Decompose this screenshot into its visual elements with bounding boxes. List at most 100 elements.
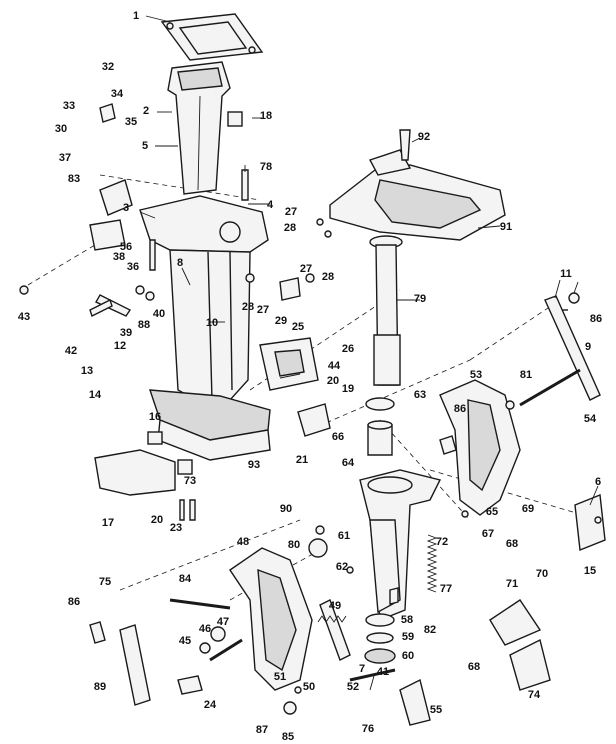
- callout-85: 85: [282, 731, 294, 743]
- callout-58: 58: [401, 614, 413, 626]
- callout-75: 75: [99, 576, 111, 588]
- steering-tube: [369, 235, 403, 386]
- callout-20: 20: [151, 514, 163, 526]
- callout-34: 34: [111, 88, 124, 100]
- callout-43: 43: [18, 311, 30, 323]
- callout-68: 68: [506, 538, 518, 550]
- callout-49: 49: [329, 600, 341, 612]
- callout-81: 81: [520, 369, 532, 381]
- callout-7: 7: [359, 663, 365, 675]
- callout-71: 71: [506, 578, 518, 590]
- callout-82: 82: [424, 624, 436, 636]
- callout-67: 67: [482, 528, 494, 540]
- callout-26: 26: [342, 343, 354, 355]
- callout-15: 15: [584, 565, 596, 577]
- callout-76: 76: [362, 723, 374, 735]
- callout-24: 24: [204, 699, 217, 711]
- callout-20: 20: [327, 375, 339, 387]
- callout-60: 60: [402, 650, 414, 662]
- callout-78: 78: [260, 161, 272, 173]
- callout-80: 80: [288, 539, 300, 551]
- bushings-rings: [147, 277, 396, 664]
- callout-63: 63: [414, 389, 426, 401]
- callout-9: 9: [585, 341, 591, 353]
- callout-92: 92: [418, 131, 430, 143]
- callout-84: 84: [179, 573, 192, 585]
- callout-42: 42: [65, 345, 77, 357]
- lever-plate: [259, 337, 319, 391]
- callout-83: 83: [68, 173, 80, 185]
- callout-46: 46: [199, 623, 211, 635]
- callout-55: 55: [430, 704, 442, 716]
- callout-14: 14: [89, 389, 102, 401]
- callout-41: 41: [377, 666, 389, 678]
- callout-53: 53: [470, 369, 482, 381]
- gasket-plate: [160, 13, 264, 61]
- callout-73: 73: [184, 475, 196, 487]
- callout-86: 86: [454, 403, 466, 415]
- callout-3: 3: [123, 202, 129, 214]
- callout-18: 18: [260, 110, 272, 122]
- callout-12: 12: [114, 340, 126, 352]
- leader-lines: [139, 15, 599, 691]
- clamp-bracket-left: [229, 547, 313, 691]
- callout-69: 69: [522, 503, 534, 515]
- callout-32: 32: [102, 61, 114, 73]
- callout-47: 47: [217, 616, 229, 628]
- callout-27: 27: [285, 206, 297, 218]
- callout-19: 19: [342, 383, 354, 395]
- callout-86: 86: [590, 313, 602, 325]
- callout-25: 25: [292, 321, 304, 333]
- callout-28: 28: [322, 271, 334, 283]
- callout-74: 74: [528, 689, 541, 701]
- callout-33: 33: [63, 100, 75, 112]
- callout-28: 28: [242, 301, 254, 313]
- callout-62: 62: [336, 561, 348, 573]
- callout-38: 38: [113, 251, 125, 263]
- callout-10: 10: [206, 317, 218, 329]
- callout-23: 23: [170, 522, 182, 534]
- links-and-rods: [119, 295, 606, 726]
- springs: [317, 534, 438, 623]
- callout-30: 30: [55, 123, 67, 135]
- callout-87: 87: [256, 724, 268, 736]
- callout-70: 70: [536, 568, 548, 580]
- callout-35: 35: [125, 116, 137, 128]
- callout-1: 1: [133, 10, 139, 22]
- side-cover: [94, 449, 176, 496]
- callout-72: 72: [436, 536, 448, 548]
- callout-66: 66: [332, 431, 344, 443]
- callout-52: 52: [347, 681, 359, 693]
- callout-27: 27: [257, 304, 269, 316]
- callout-37: 37: [59, 152, 71, 164]
- callout-64: 64: [342, 457, 355, 469]
- callout-39: 39: [120, 327, 132, 339]
- callout-5: 5: [142, 140, 148, 152]
- callout-36: 36: [127, 261, 139, 273]
- callout-68: 68: [468, 661, 480, 673]
- callout-48: 48: [237, 536, 249, 548]
- callout-16: 16: [149, 411, 161, 423]
- callout-8: 8: [177, 257, 183, 269]
- callout-90: 90: [280, 503, 292, 515]
- callout-93: 93: [248, 459, 260, 471]
- callout-61: 61: [338, 530, 350, 542]
- callout-51: 51: [274, 671, 286, 683]
- fasteners: [19, 103, 602, 715]
- callout-54: 54: [584, 413, 597, 425]
- callout-50: 50: [303, 681, 315, 693]
- callout-45: 45: [179, 635, 191, 647]
- callout-59: 59: [402, 631, 414, 643]
- midsection-housing: [139, 195, 271, 461]
- callout-79: 79: [414, 293, 426, 305]
- callout-89: 89: [94, 681, 106, 693]
- callout-40: 40: [153, 308, 165, 320]
- callout-77: 77: [440, 583, 452, 595]
- callout-17: 17: [102, 517, 114, 529]
- callout-27: 27: [300, 263, 312, 275]
- callout-4: 4: [267, 199, 274, 211]
- callout-28: 28: [284, 222, 296, 234]
- callout-29: 29: [275, 315, 287, 327]
- callout-44: 44: [328, 360, 341, 372]
